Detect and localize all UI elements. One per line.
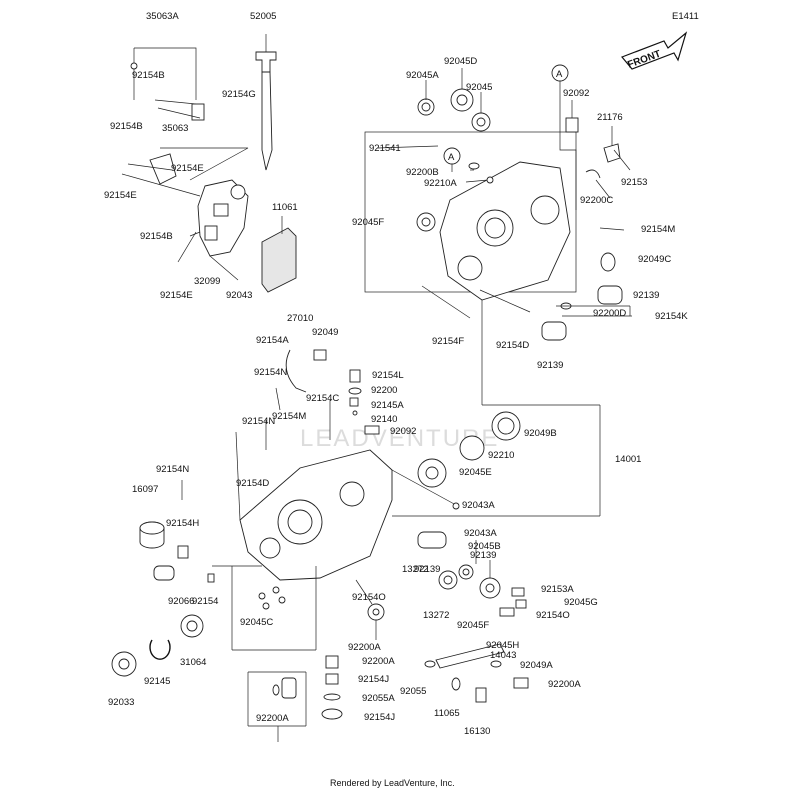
part-label: 92154 (192, 596, 218, 607)
part-label: 35063A (146, 11, 179, 22)
part-label: 92154E (104, 190, 137, 201)
part-label: 92210 (488, 450, 514, 461)
part-label: 92154K (655, 311, 688, 322)
part-label: 92045F (457, 620, 489, 631)
part-label: 92154N (156, 464, 189, 475)
part-label: 92043 (226, 290, 252, 301)
part-label: 92045G (564, 597, 598, 608)
part-label: 92200 (371, 385, 397, 396)
part-label: 27010 (287, 313, 313, 324)
part-label: 92154A (256, 335, 289, 346)
part-label: 14001 (615, 454, 641, 465)
part-label: 92154N (254, 367, 287, 378)
part-label: 92210A (424, 178, 457, 189)
part-label: 13272 (423, 610, 449, 621)
part-label: 92092 (563, 88, 589, 99)
part-label: 92145 (144, 676, 170, 687)
part-label: 92154B (132, 70, 165, 81)
part-label: 92200D (593, 308, 626, 319)
part-label: 92049C (638, 254, 671, 265)
part-label: 92055A (362, 693, 395, 704)
part-label: 92092 (390, 426, 416, 437)
part-label: 92045E (459, 467, 492, 478)
part-label: 21176 (597, 112, 623, 123)
part-label: 11061 (272, 202, 298, 213)
part-label: 921541 (369, 143, 401, 154)
part-label: 92140 (371, 414, 397, 425)
part-label: 92154N (242, 416, 275, 427)
part-label: 92139 (537, 360, 563, 371)
part-label: 32099 (194, 276, 220, 287)
part-label: 92154E (160, 290, 193, 301)
part-label: 92154J (364, 712, 395, 723)
part-label: 92154J (358, 674, 389, 685)
part-label: 92154F (432, 336, 464, 347)
part-label: 92200B (406, 167, 439, 178)
part-label: 92200C (580, 195, 613, 206)
part-label: 92154M (641, 224, 675, 235)
part-label: 92154E (171, 163, 204, 174)
part-label: 92154M (272, 411, 306, 422)
part-label: 92154H (166, 518, 199, 529)
part-label: 92154L (372, 370, 404, 381)
part-label: 92043A (464, 528, 497, 539)
part-label: 11065 (434, 708, 460, 719)
part-label: 92154C (306, 393, 339, 404)
cover-group (121, 34, 297, 293)
part-label: 92154D (236, 478, 269, 489)
callout-a-top: A (556, 69, 563, 80)
callout-a-mid: A (448, 152, 455, 163)
part-label: 92045 (466, 82, 492, 93)
part-label: 92045C (240, 617, 273, 628)
part-label: 92055 (400, 686, 426, 697)
part-label: 92153A (541, 584, 574, 595)
part-label: 92154B (110, 121, 143, 132)
part-label: 92049B (524, 428, 557, 439)
part-label: 92139 (633, 290, 659, 301)
right-crankcase-group: A A (364, 64, 632, 516)
part-label: 92200A (548, 679, 581, 690)
part-label: 31064 (180, 657, 206, 668)
part-label: 92200A (256, 713, 289, 724)
part-label: 92043A (462, 500, 495, 511)
part-label: 92153 (621, 177, 647, 188)
part-label: 52005 (250, 11, 276, 22)
part-label: 92139 (414, 564, 440, 575)
part-label: 92154O (352, 592, 386, 603)
part-label: 92045H (486, 640, 519, 651)
part-label: 92154G (222, 89, 256, 100)
part-label: 92045B (468, 541, 501, 552)
diagram-id: E1411 (672, 11, 699, 22)
part-label: 92049A (520, 660, 553, 671)
part-label: 35063 (162, 123, 188, 134)
part-label: 92049 (312, 327, 338, 338)
front-arrow-icon: FRONT (621, 31, 688, 71)
footer-credit: Rendered by LeadVenture, Inc. (330, 778, 455, 788)
part-label: 92045F (352, 217, 384, 228)
part-label: 92154B (140, 231, 173, 242)
part-label: 92066 (168, 596, 194, 607)
part-label: 13272 (402, 564, 428, 575)
part-label: 14043 (490, 650, 516, 661)
part-label: 92154O (536, 610, 570, 621)
part-labels: 35063A 52005 92154B 92154G 92154B 35063 92154E… (104, 11, 688, 737)
left-crankcase-group (111, 349, 600, 742)
part-label: 92200A (362, 656, 395, 667)
part-label: 16097 (132, 484, 158, 495)
part-label: 92139 (470, 550, 496, 561)
part-label: 92200A (348, 642, 381, 653)
part-label: 92154D (496, 340, 529, 351)
part-label: 92045D (444, 56, 477, 67)
part-label: 16130 (464, 726, 490, 737)
part-label: 92033 (108, 697, 134, 708)
part-label: 92145A (371, 400, 404, 411)
part-label: 92045A (406, 70, 439, 81)
